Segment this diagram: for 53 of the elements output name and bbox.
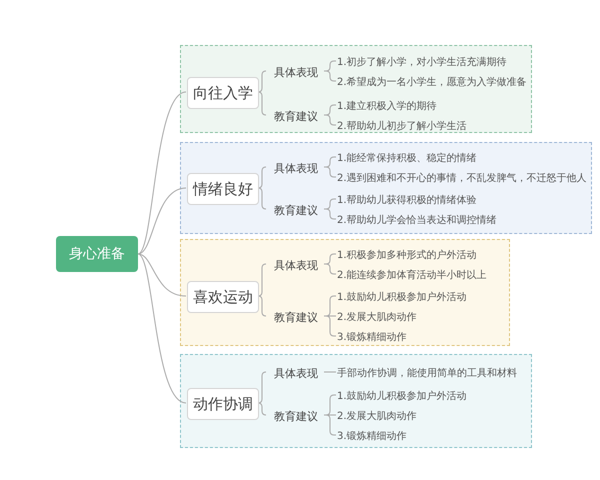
item-text: 1.鼓励幼儿积极参加户外活动 <box>337 389 467 403</box>
root-box: 身心准备 <box>56 236 138 272</box>
connector-line <box>258 402 266 416</box>
category-label: 具体表现 <box>267 64 325 80</box>
item-text: 1.能经常保持积极、稳定的情绪 <box>337 151 477 165</box>
category-label: 教育建议 <box>267 408 325 424</box>
connector-line <box>324 264 336 274</box>
category-label: 教育建议 <box>267 108 325 124</box>
connector-line <box>324 166 336 178</box>
item-text: 2.遇到困难和不开心的事情，不乱发脾气，不迁怒于他人 <box>337 171 587 185</box>
item-text: 2.希望成为一名小学生，愿意为入学做准备 <box>337 75 527 89</box>
connector-line <box>324 70 336 82</box>
item-text: 手部动作协调，能使用简单的工具和材料 <box>337 366 517 380</box>
connector-line <box>324 414 336 436</box>
connector-line <box>258 70 266 92</box>
connector-line <box>324 114 336 126</box>
item-text: 1.积极参加多种形式的户外活动 <box>337 248 477 262</box>
connector-line <box>258 166 266 188</box>
category-label: 教育建议 <box>267 309 325 325</box>
topic-box: 情绪良好 <box>187 173 259 205</box>
item-text: 1.鼓励幼儿积极参加户外活动 <box>337 290 467 304</box>
connector-line <box>258 188 266 210</box>
category-label: 具体表现 <box>267 365 325 381</box>
connector-line <box>258 92 266 116</box>
topic-box: 向往入学 <box>187 77 259 109</box>
connector-line <box>258 264 266 296</box>
connector-line <box>258 296 266 316</box>
connector-line <box>138 254 186 404</box>
item-text: 2.帮助幼儿学会恰当表达和调控情绪 <box>337 213 497 227</box>
group-panel <box>180 45 532 133</box>
item-text: 2.能连续参加体育活动半小时以上 <box>337 268 487 282</box>
category-label: 教育建议 <box>267 202 325 218</box>
connector-line <box>138 92 186 254</box>
category-label: 具体表现 <box>267 257 325 273</box>
connector-line <box>324 316 336 336</box>
connector-line <box>258 372 266 404</box>
topic-box: 动作协调 <box>187 388 259 420</box>
group-panel <box>180 142 592 234</box>
connector-line <box>138 188 186 254</box>
connector-line <box>138 254 186 296</box>
item-text: 2.发展大肌肉动作 <box>337 310 417 324</box>
item-text: 1.帮助幼儿获得积极的情绪体验 <box>337 193 477 207</box>
item-text: 2.发展大肌肉动作 <box>337 409 417 423</box>
item-text: 3.锻炼精细动作 <box>337 429 407 443</box>
connector-line <box>324 208 336 220</box>
item-text: 2.帮助幼儿初步了解小学生活 <box>337 119 467 133</box>
item-text: 3.锻炼精细动作 <box>337 330 407 344</box>
group-panel <box>180 239 510 346</box>
item-text: 1.建立积极入学的期待 <box>337 99 437 113</box>
item-text: 1.初步了解小学，对小学生活充满期待 <box>337 55 507 69</box>
group-panel <box>180 354 532 448</box>
category-label: 具体表现 <box>267 160 325 176</box>
topic-box: 喜欢运动 <box>187 281 259 313</box>
